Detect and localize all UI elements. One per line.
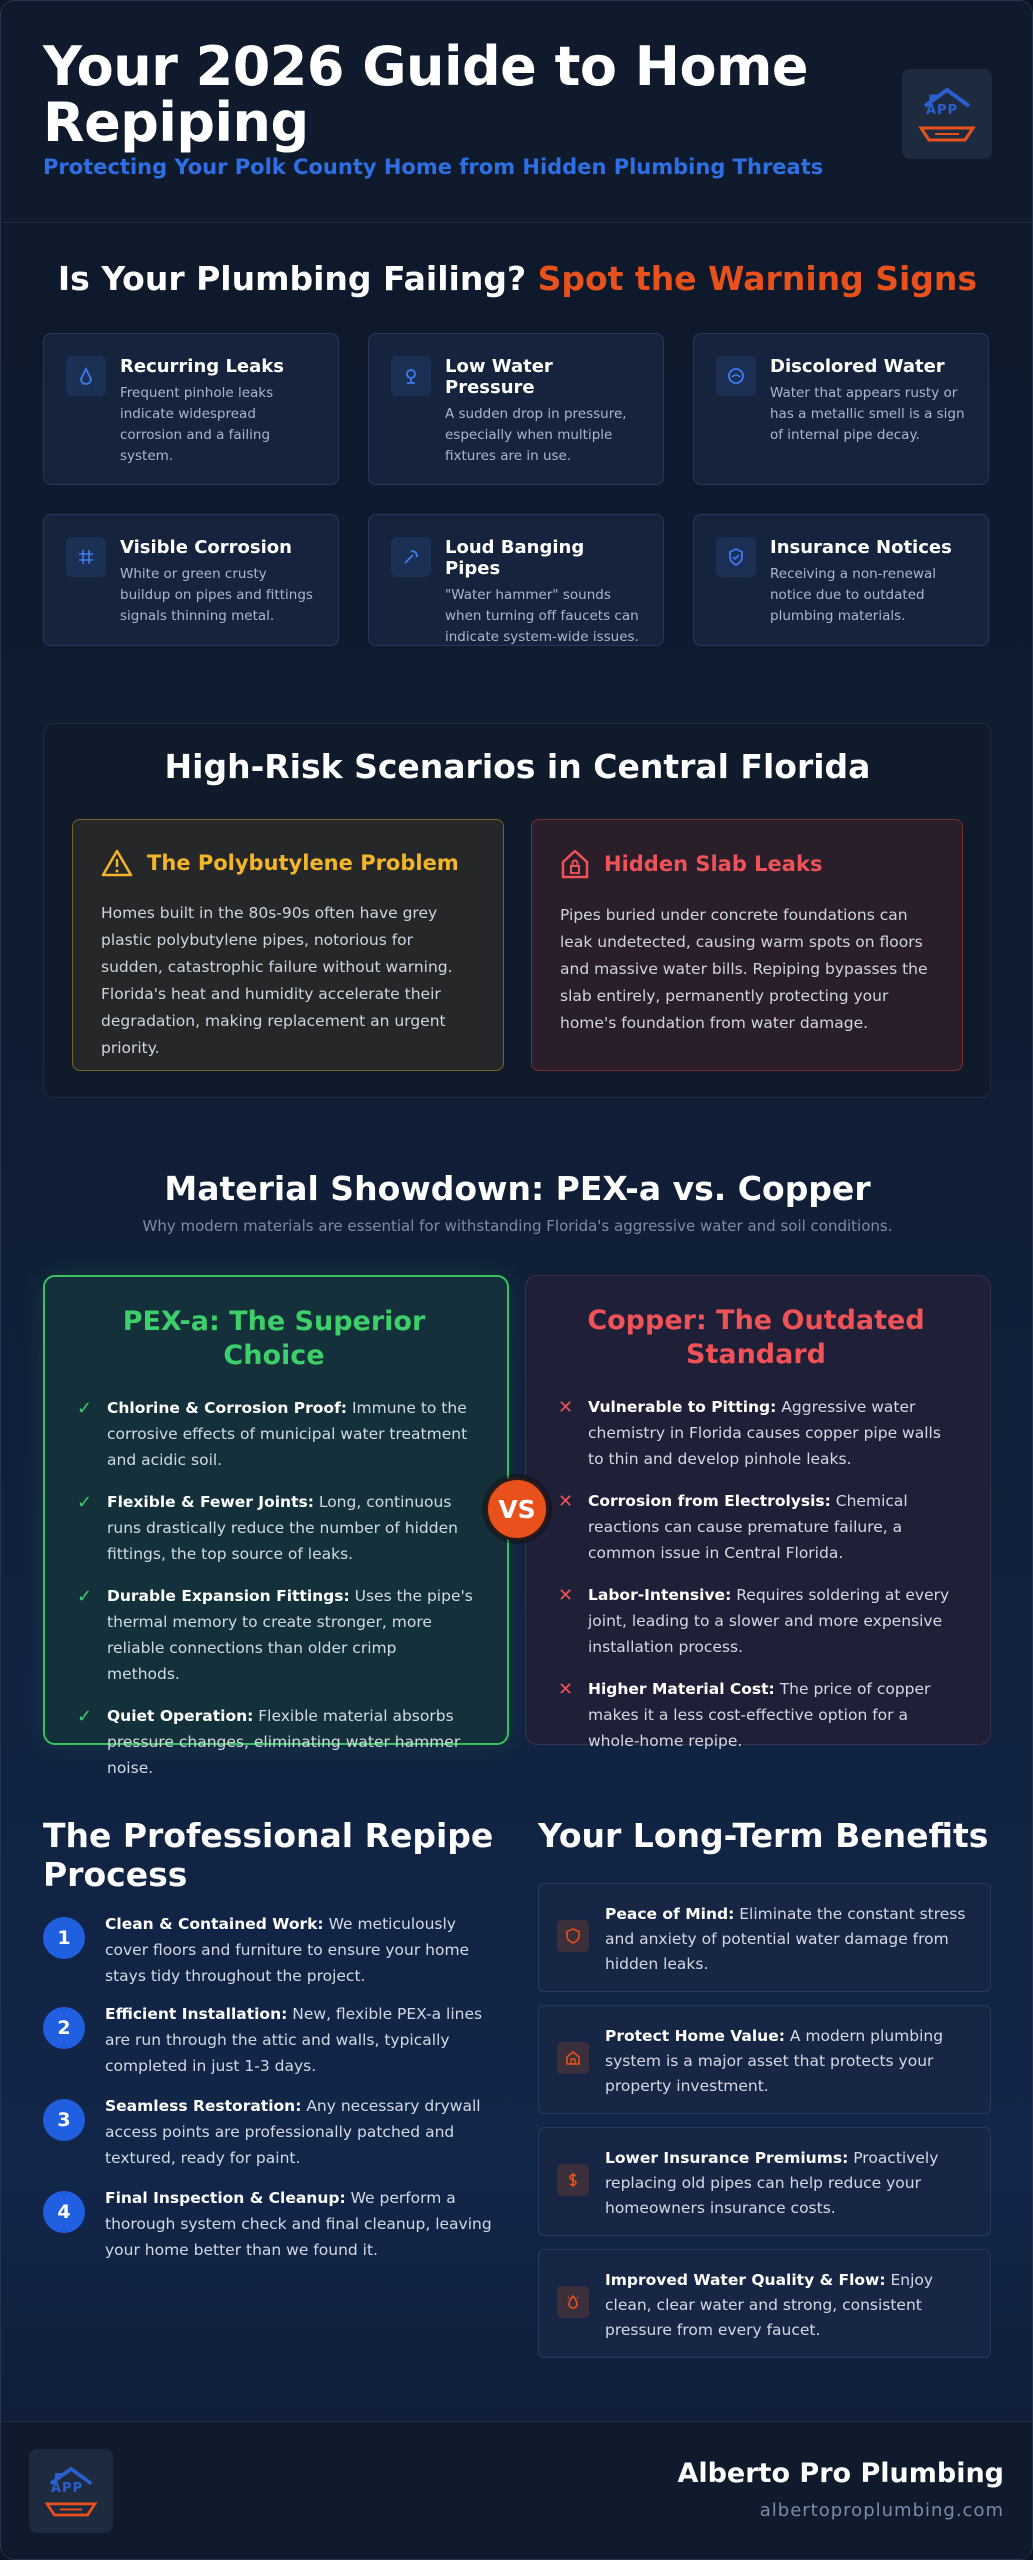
check-icon: ✓	[77, 1706, 93, 1727]
warning-triangle-icon	[101, 849, 133, 877]
corrosion-icon	[66, 537, 106, 577]
process-step-3: 3 Seamless Restoration: Any necessary dr…	[43, 2093, 493, 2171]
benefit-home-value: Protect Home Value: A modern plumbing sy…	[538, 2005, 991, 2114]
pex-list: ✓Chlorine & Corrosion Proof: Immune to t…	[75, 1395, 473, 1781]
gauge-icon	[391, 356, 431, 396]
dollar-icon	[557, 2164, 589, 2196]
list-item: ✕Vulnerable to Pitting: Aggressive water…	[558, 1397, 941, 1468]
step-number: 2	[43, 2007, 85, 2049]
check-icon: ✓	[77, 1492, 93, 1513]
pex-card: PEX-a: The Superior Choice ✓Chlorine & C…	[43, 1275, 509, 1777]
list-item: ✕Corrosion from Electrolysis: Chemical r…	[558, 1491, 908, 1562]
warning-section-title: Is Your Plumbing Failing? Spot the Warni…	[57, 259, 978, 298]
warning-card-discolored-water: Discolored Water Water that appears rust…	[693, 333, 989, 485]
warning-card-recurring-leaks: Recurring Leaks Frequent pinhole leaks i…	[43, 333, 339, 485]
list-item: ✓Quiet Operation: Flexible material abso…	[77, 1706, 461, 1777]
benefit-lower-insurance: Lower Insurance Premiums: Proactively re…	[538, 2127, 991, 2236]
process-section-title: The Professional Repipe Process	[43, 1816, 494, 1894]
logo-icon	[44, 2466, 98, 2517]
warning-card-title: Visible Corrosion	[120, 537, 292, 558]
page-title: Your 2026 Guide to Home Repiping	[43, 35, 808, 154]
material-section-title: Material Showdown: PEX-a vs. Copper	[164, 1169, 871, 1208]
warning-card-text: "Water hammer" sounds when turning off f…	[445, 587, 639, 645]
house-lock-icon	[561, 849, 589, 879]
page-subtitle: Protecting Your Polk County Home from Hi…	[43, 155, 824, 179]
process-step-1: 1 Clean & Contained Work: We meticulousl…	[43, 1911, 493, 1989]
risk-card-text: Homes built in the 80s-90s often have gr…	[101, 904, 453, 1057]
step-number: 4	[43, 2191, 85, 2233]
risk-card-text: Pipes buried under concrete foundations …	[560, 906, 928, 1032]
x-icon: ✕	[558, 1679, 574, 1700]
header: Your 2026 Guide to Home Repiping Protect…	[1, 1, 1032, 223]
risk-card-title: The Polybutylene Problem	[147, 851, 459, 875]
footer-website-link[interactable]: albertoproplumbing.com	[759, 2500, 1004, 2521]
warning-card-insurance-notices: Insurance Notices Receiving a non-renewa…	[693, 514, 989, 646]
header-logo: APP	[902, 69, 992, 159]
warning-card-text: A sudden drop in pressure, especially wh…	[445, 406, 627, 464]
logo-text: APP	[926, 103, 959, 118]
x-icon: ✕	[558, 1585, 574, 1606]
hammer-icon	[391, 537, 431, 577]
droplet-icon	[66, 356, 106, 396]
benefit-peace-of-mind: Peace of Mind: Eliminate the constant st…	[538, 1883, 991, 1992]
shield-check-icon	[716, 537, 756, 577]
risk-section-title: High-Risk Scenarios in Central Florida	[164, 747, 871, 786]
warning-card-title: Low Water Pressure	[445, 356, 553, 398]
logo-icon	[918, 87, 976, 142]
water-icon	[716, 356, 756, 396]
list-item: ✕Higher Material Cost: The price of copp…	[558, 1679, 931, 1750]
warning-card-visible-corrosion: Visible Corrosion White or green crusty …	[43, 514, 339, 646]
process-step-4: 4 Final Inspection & Cleanup: We perform…	[43, 2185, 493, 2263]
step-number: 1	[43, 1917, 85, 1959]
warning-card-title: Loud Banging Pipes	[445, 537, 585, 579]
footer-logo: APP	[29, 2449, 113, 2533]
warning-card-low-pressure: Low Water Pressure A sudden drop in pres…	[368, 333, 664, 485]
risk-card-slab-leaks: Hidden Slab Leaks Pipes buried under con…	[531, 819, 963, 1071]
warning-card-banging-pipes: Loud Banging Pipes "Water hammer" sounds…	[368, 514, 664, 646]
copper-card-title: Copper: The Outdated Standard	[587, 1305, 925, 1370]
list-item: ✓Flexible & Fewer Joints: Long, continuo…	[77, 1492, 458, 1563]
home-icon	[557, 2042, 589, 2074]
footer: APP Alberto Pro Plumbing albertoproplumb…	[1, 2421, 1032, 2559]
warning-card-text: Frequent pinhole leaks indicate widespre…	[120, 385, 274, 464]
vs-badge: VS	[485, 1477, 549, 1541]
warning-card-title: Discolored Water	[770, 356, 945, 377]
pex-card-title: PEX-a: The Superior Choice	[122, 1306, 426, 1371]
shield-icon	[557, 1920, 589, 1952]
copper-list: ✕Vulnerable to Pitting: Aggressive water…	[556, 1394, 956, 1754]
sparkle-icon	[557, 2286, 589, 2318]
copper-card: Copper: The Outdated Standard ✕Vulnerabl…	[525, 1275, 991, 1750]
warning-card-text: Water that appears rusty or has a metall…	[770, 385, 965, 443]
x-icon: ✕	[558, 1491, 574, 1512]
x-icon: ✕	[558, 1397, 574, 1418]
warning-card-text: White or green crusty buildup on pipes a…	[120, 566, 313, 624]
list-item: ✕Labor-Intensive: Requires soldering at …	[558, 1585, 950, 1656]
logo-text: APP	[51, 2481, 84, 2496]
process-step-2: 2 Efficient Installation: New, flexible …	[43, 2001, 493, 2079]
warning-card-text: Receiving a non-renewal notice due to ou…	[770, 566, 937, 624]
risk-card-polybutylene: The Polybutylene Problem Homes built in …	[72, 819, 504, 1071]
list-item: ✓Durable Expansion Fittings: Uses the pi…	[77, 1586, 473, 1683]
benefits-section-title: Your Long-Term Benefits	[538, 1816, 989, 1855]
step-number: 3	[43, 2099, 85, 2141]
check-icon: ✓	[77, 1398, 93, 1419]
risk-card-title: Hidden Slab Leaks	[604, 852, 823, 876]
warning-title-accent: Spot the Warning Signs	[537, 259, 978, 298]
material-section-subtitle: Why modern materials are essential for w…	[142, 1217, 893, 1235]
footer-brand: Alberto Pro Plumbing	[677, 2458, 1004, 2489]
list-item: ✓Chlorine & Corrosion Proof: Immune to t…	[77, 1398, 468, 1469]
check-icon: ✓	[77, 1586, 93, 1607]
warning-card-title: Recurring Leaks	[120, 356, 284, 377]
warning-card-title: Insurance Notices	[770, 537, 952, 558]
benefit-water-quality: Improved Water Quality & Flow: Enjoy cle…	[538, 2249, 991, 2358]
